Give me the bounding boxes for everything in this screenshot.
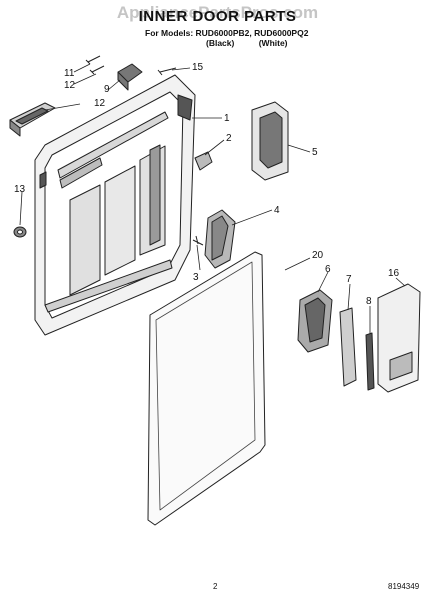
part-5-module xyxy=(251,101,289,181)
part-7-strike xyxy=(339,307,357,387)
inner-door-panel xyxy=(34,74,196,336)
callout-10: 11 xyxy=(64,68,75,79)
part-3-screw xyxy=(192,235,204,246)
callout-9: 9 xyxy=(104,84,110,95)
callout-5: 5 xyxy=(312,147,318,158)
color-legend: (Black) (White) xyxy=(206,38,288,48)
page-number: 2 xyxy=(213,582,218,591)
callout-20: 20 xyxy=(312,250,324,261)
part-11-screw xyxy=(89,65,105,75)
callout-2: 2 xyxy=(226,133,232,144)
part-16-vent xyxy=(377,283,421,393)
part-13-bumper xyxy=(13,226,27,238)
part-9-cap xyxy=(117,63,143,91)
callout-15: 15 xyxy=(192,62,204,73)
watermark: AppliancePartsPros.com xyxy=(116,3,319,22)
callout-leader-lines xyxy=(19,63,406,334)
part-8-spring xyxy=(365,332,375,391)
callout-8: 8 xyxy=(366,296,372,307)
part-6-latch xyxy=(297,289,333,353)
callout-12: 12 xyxy=(94,98,106,109)
part-10-screw xyxy=(85,55,101,65)
document-number: 8194349 xyxy=(388,582,420,591)
part-2-bracket xyxy=(194,151,213,171)
callout-11: 12 xyxy=(64,80,76,91)
callout-1: 1 xyxy=(224,113,230,124)
callout-4: 4 xyxy=(274,205,280,216)
part-15-screw xyxy=(157,67,177,76)
color-black-label: (Black) xyxy=(206,38,235,48)
part-20-outer-panel xyxy=(147,251,266,526)
callout-7: 7 xyxy=(346,274,352,285)
callout-6: 6 xyxy=(325,264,331,275)
diagram-title: INNER DOOR PARTS xyxy=(138,8,297,25)
part-4-latch xyxy=(204,209,236,269)
color-white-label: (White) xyxy=(258,38,288,48)
callout-3: 3 xyxy=(193,272,199,283)
models-line: For Models: RUD6000PB2, RUD6000PQ2 xyxy=(145,28,309,38)
callout-13: 13 xyxy=(14,184,26,195)
callout-16: 16 xyxy=(388,268,400,279)
door-handle xyxy=(9,102,56,137)
